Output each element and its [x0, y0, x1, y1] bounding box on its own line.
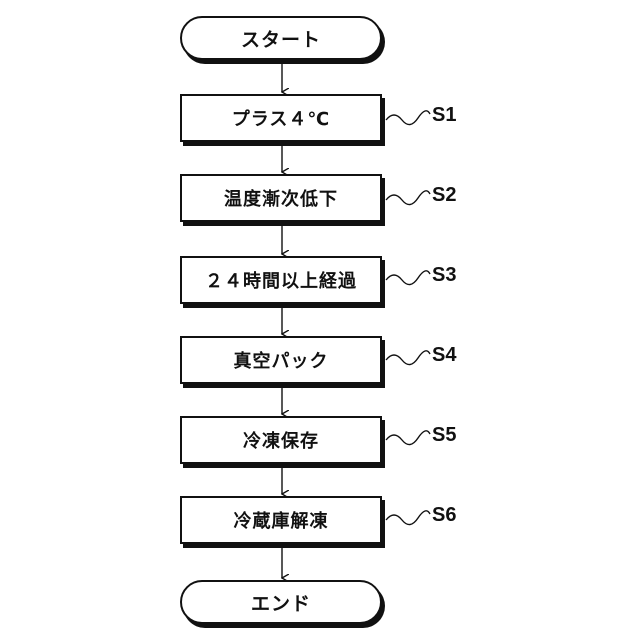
step-label-s4: S4 — [432, 344, 456, 367]
step-text-s6: 冷蔵庫解凍 — [234, 507, 329, 533]
end-terminal: エンド — [180, 580, 382, 624]
leader-s1 — [386, 111, 430, 125]
start-terminal: スタート — [180, 16, 382, 60]
step-box-s4: 真空パック — [180, 336, 382, 384]
step-text-s3: ２４時間以上経過 — [205, 267, 357, 293]
step-label-s2: S2 — [432, 184, 456, 207]
step-label-s3: S3 — [432, 264, 456, 287]
leader-s4 — [386, 351, 430, 365]
step-text-s5: 冷凍保存 — [243, 427, 319, 453]
leader-s6 — [386, 511, 430, 525]
step-label-s6: S6 — [432, 504, 456, 527]
step-label-s5: S5 — [432, 424, 456, 447]
step-box-s3: ２４時間以上経過 — [180, 256, 382, 304]
step-text-s4: 真空パック — [234, 347, 329, 373]
leader-s5 — [386, 431, 430, 445]
leader-s2 — [386, 191, 430, 205]
step-box-s5: 冷凍保存 — [180, 416, 382, 464]
leader-s3 — [386, 271, 430, 285]
step-text-s2: 温度漸次低下 — [224, 185, 338, 211]
step-label-s1: S1 — [432, 104, 456, 127]
step-box-s1: プラス４℃ — [180, 94, 382, 142]
end-label: エンド — [251, 589, 311, 616]
start-label: スタート — [241, 25, 321, 52]
step-box-s6: 冷蔵庫解凍 — [180, 496, 382, 544]
step-box-s2: 温度漸次低下 — [180, 174, 382, 222]
step-text-s1: プラス４℃ — [232, 105, 330, 131]
